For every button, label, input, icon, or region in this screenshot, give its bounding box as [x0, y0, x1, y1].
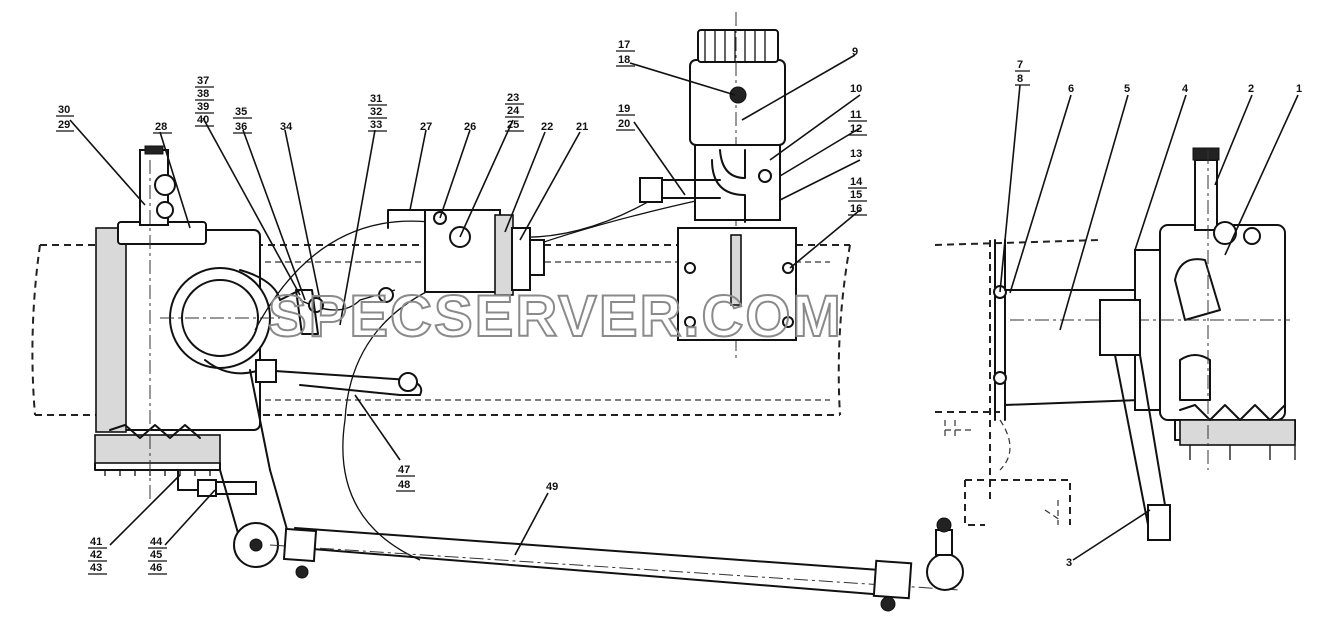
- callout-34: 34: [280, 121, 293, 133]
- callout-42: 42: [90, 549, 102, 561]
- callout-15: 15: [850, 189, 862, 201]
- callout-39: 39: [197, 101, 209, 113]
- callout-3: 3: [1066, 557, 1072, 569]
- callout-11: 11: [850, 109, 862, 121]
- callout-29: 29: [58, 119, 70, 131]
- callout-33: 33: [370, 119, 382, 131]
- callout-24: 24: [507, 105, 520, 117]
- callout-30: 30: [58, 104, 70, 116]
- callout-13: 13: [850, 148, 862, 160]
- callout-44: 44: [150, 536, 163, 548]
- steering-gear-left: [94, 145, 423, 500]
- drag-link: [269, 517, 964, 612]
- callout-26: 26: [464, 121, 476, 133]
- callout-27: 27: [420, 121, 432, 133]
- leader-lines: [69, 54, 1299, 561]
- callout-2: 2: [1248, 83, 1254, 95]
- callout-labels: 1 2 3 4 5 6 7 8 9 10 11 12 13 14 15 16 1…: [58, 39, 1302, 574]
- callout-45: 45: [150, 549, 162, 561]
- callout-40: 40: [197, 114, 209, 126]
- callout-21: 21: [576, 121, 588, 133]
- callout-41: 41: [90, 536, 102, 548]
- callout-18: 18: [618, 54, 630, 66]
- callout-37: 37: [197, 75, 209, 87]
- callout-4: 4: [1182, 83, 1189, 95]
- steering-gear-right: [993, 147, 1296, 541]
- callout-25: 25: [507, 119, 519, 131]
- callout-20: 20: [618, 118, 630, 130]
- callout-35: 35: [235, 106, 247, 118]
- callout-9: 9: [852, 46, 858, 58]
- frame-rail-right: [934, 239, 1101, 526]
- callout-28: 28: [155, 121, 167, 133]
- callout-12: 12: [850, 123, 862, 135]
- callout-8: 8: [1017, 73, 1023, 85]
- callout-7: 7: [1017, 59, 1023, 71]
- callout-1: 1: [1296, 83, 1302, 95]
- callout-23: 23: [507, 92, 519, 104]
- pitman-arm: [219, 369, 291, 568]
- callout-36: 36: [235, 121, 247, 133]
- callout-31: 31: [370, 93, 382, 105]
- callout-19: 19: [618, 103, 630, 115]
- callout-5: 5: [1124, 83, 1130, 95]
- callout-43: 43: [90, 562, 102, 574]
- watermark-text: SPECSERVER.COM: [268, 284, 843, 349]
- callout-49: 49: [546, 481, 558, 493]
- callout-46: 46: [150, 562, 162, 574]
- callout-32: 32: [370, 106, 382, 118]
- reservoir: [639, 12, 797, 360]
- callout-14: 14: [850, 176, 863, 188]
- callout-48: 48: [398, 479, 410, 491]
- callout-38: 38: [197, 88, 209, 100]
- callout-6: 6: [1068, 83, 1074, 95]
- callout-47: 47: [398, 464, 410, 476]
- callout-22: 22: [541, 121, 553, 133]
- callout-17: 17: [618, 39, 630, 51]
- callout-10: 10: [850, 83, 862, 95]
- callout-16: 16: [850, 203, 862, 215]
- label-underlines: [56, 50, 1030, 575]
